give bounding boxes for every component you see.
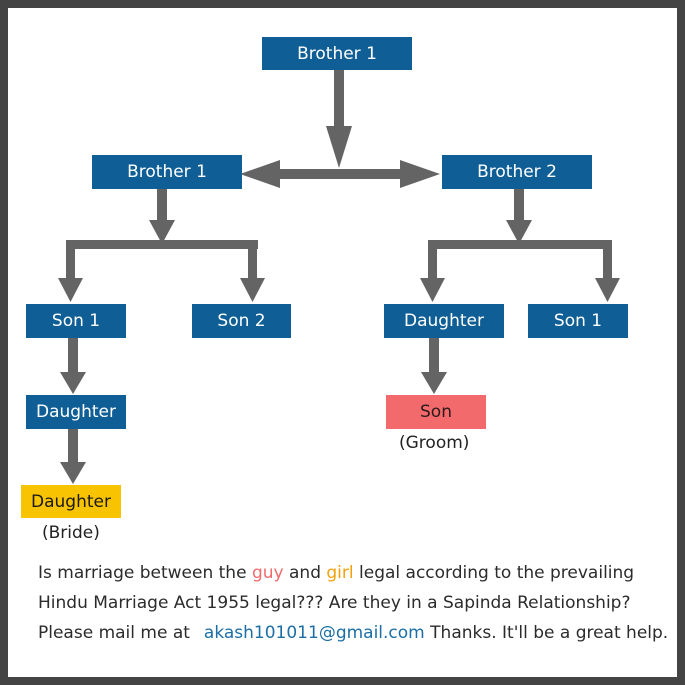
arrow-root-shaft bbox=[334, 70, 344, 136]
branch-right-drop-2 bbox=[603, 240, 612, 282]
arrow-right-brother-head bbox=[506, 220, 532, 244]
branch-right-drop-1 bbox=[428, 240, 437, 282]
node-daughter-left: Daughter bbox=[26, 395, 126, 429]
question-text-part: Please mail me at bbox=[38, 623, 190, 643]
highlight-guy: guy bbox=[251, 563, 284, 583]
highlight-girl: girl bbox=[326, 563, 354, 583]
branch-right-bar bbox=[428, 240, 612, 249]
branch-left-bar bbox=[66, 240, 258, 249]
arrow-daughter-to-bride-head bbox=[60, 462, 86, 484]
branch-left-head-2 bbox=[240, 278, 265, 302]
node-groom-son: Son bbox=[386, 395, 486, 429]
node-brother-2: Brother 2 bbox=[442, 155, 592, 189]
arrow-right-brother-shaft bbox=[514, 189, 524, 223]
arrow-siblings-right-head bbox=[400, 160, 440, 188]
question-text-part: and bbox=[283, 563, 327, 583]
diagram-canvas: Brother 1 Brother 1 Brother 2 Son 1 Son … bbox=[8, 8, 677, 677]
arrow-siblings-left-head bbox=[240, 160, 280, 188]
node-root-brother-1: Brother 1 bbox=[262, 37, 412, 70]
arrow-daughter-to-groom-shaft bbox=[429, 338, 439, 376]
branch-left-head-1 bbox=[58, 278, 83, 302]
arrow-son-to-daughter-head bbox=[60, 372, 86, 394]
arrow-left-brother-shaft bbox=[157, 189, 167, 223]
branch-left-drop-1 bbox=[66, 240, 75, 282]
contact-email: akash101011@gmail.com bbox=[203, 623, 425, 643]
question-line-3: Please mail me at akash101011@gmail.com T… bbox=[38, 618, 668, 648]
node-son-2-left: Son 2 bbox=[192, 304, 291, 338]
branch-right-head-2 bbox=[595, 278, 620, 302]
node-daughter-right: Daughter bbox=[384, 304, 504, 338]
arrow-daughter-to-groom-head bbox=[421, 372, 447, 394]
node-bride-daughter: Daughter bbox=[21, 485, 121, 518]
question-text: Is marriage between the guy and girl leg… bbox=[38, 558, 668, 648]
caption-groom: (Groom) bbox=[399, 433, 470, 453]
node-son-1-right: Son 1 bbox=[528, 304, 628, 338]
arrow-daughter-to-bride-shaft bbox=[68, 429, 78, 466]
question-text-part: Is marriage between the bbox=[38, 563, 252, 583]
connector-arrows bbox=[58, 70, 620, 484]
node-son-1-left: Son 1 bbox=[26, 304, 126, 338]
question-line-1: Is marriage between the guy and girl leg… bbox=[38, 558, 668, 588]
node-brother-1: Brother 1 bbox=[92, 155, 242, 189]
question-line-2: Hindu Marriage Act 1955 legal??? Are the… bbox=[38, 593, 631, 613]
arrow-siblings-shaft bbox=[278, 169, 400, 179]
arrow-son-to-daughter-shaft bbox=[68, 338, 78, 376]
branch-left-drop-2 bbox=[248, 240, 257, 282]
caption-bride: (Bride) bbox=[42, 523, 100, 543]
arrow-root-head bbox=[326, 126, 352, 168]
branch-right-head-1 bbox=[420, 278, 445, 302]
arrow-left-brother-head bbox=[149, 220, 175, 244]
question-text-part: Thanks. It'll be a great help. bbox=[424, 623, 669, 643]
question-text-part: legal according to the prevailing bbox=[353, 563, 635, 583]
